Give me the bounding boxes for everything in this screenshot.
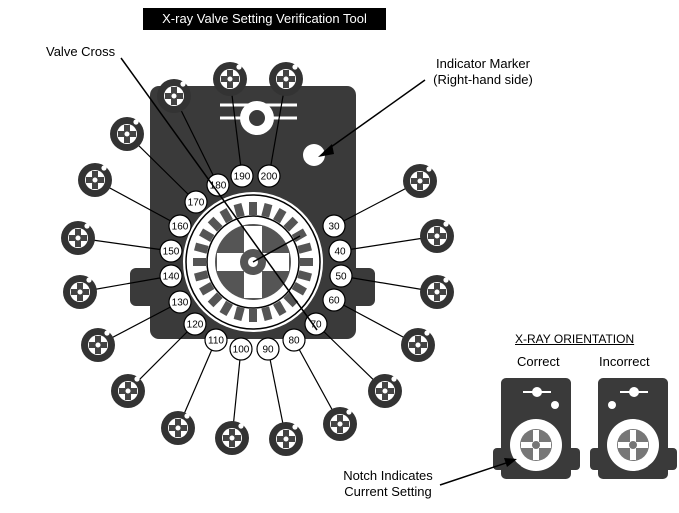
setting-40: 40 — [328, 219, 454, 263]
valve-setting-icon — [215, 421, 249, 455]
setting-30: 30 — [322, 164, 437, 238]
setting-label: 80 — [288, 336, 300, 347]
setting-180: 180 — [157, 79, 230, 197]
notch-arrow — [439, 460, 513, 486]
setting-label: 90 — [262, 345, 274, 356]
valve-setting-icon — [401, 328, 435, 362]
setting-200: 200 — [257, 62, 303, 188]
valve-cross-line — [120, 57, 318, 331]
valve-setting-icon — [61, 221, 95, 255]
valve-setting-icon — [403, 164, 437, 198]
setting-label: 30 — [328, 222, 340, 233]
valve-setting-icon — [110, 117, 144, 151]
setting-190: 190 — [213, 62, 254, 188]
setting-130: 130 — [81, 290, 192, 362]
setting-label: 130 — [172, 298, 189, 309]
page-title: X-ray Valve Setting Verification Tool — [143, 8, 386, 30]
indicator-arrow — [323, 79, 426, 153]
indicator-marker-dot — [303, 144, 325, 166]
setting-label: 140 — [163, 272, 180, 283]
setting-label: 60 — [328, 296, 340, 307]
valve-setting-icon — [323, 407, 357, 441]
valve-setting-icon — [368, 374, 402, 408]
valve-setting-icon — [111, 374, 145, 408]
setting-100: 100 — [215, 337, 253, 455]
setting-70: 70 — [304, 312, 402, 408]
correct-label: Correct — [517, 354, 560, 369]
setting-label: 120 — [187, 320, 204, 331]
setting-150: 150 — [61, 221, 183, 263]
setting-label: 170 — [188, 198, 205, 209]
setting-label: 100 — [233, 345, 250, 356]
setting-label: 190 — [234, 172, 251, 183]
setting-140: 140 — [63, 264, 183, 309]
indicator-side-label: (Right-hand side) — [433, 72, 533, 87]
valve-setting-icon — [420, 219, 454, 253]
orientation-correct-device — [493, 378, 580, 479]
incorrect-label: Incorrect — [599, 354, 650, 369]
setting-label: 180 — [210, 181, 227, 192]
valve-setting-icon — [213, 62, 247, 96]
setting-170: 170 — [110, 117, 208, 214]
setting-label: 160 — [172, 222, 189, 233]
setting-80: 80 — [282, 328, 357, 441]
setting-50: 50 — [329, 264, 454, 309]
setting-120: 120 — [111, 312, 207, 408]
setting-60: 60 — [322, 288, 435, 362]
orientation-incorrect-device — [590, 378, 677, 479]
orientation-title: X-RAY ORIENTATION — [515, 332, 635, 346]
notch-label-line2: Current Setting — [344, 484, 432, 499]
setting-label: 70 — [310, 320, 322, 331]
setting-label: 200 — [261, 172, 278, 183]
valve-setting-icon — [269, 422, 303, 456]
setting-label: 50 — [335, 272, 347, 283]
valve-setting-icon — [420, 275, 454, 309]
valve-setting-icon — [269, 62, 303, 96]
notch-label-line1: Notch Indicates — [343, 468, 433, 483]
valve-cross-label: Valve Cross — [46, 44, 116, 59]
setting-110: 110 — [161, 328, 228, 445]
setting-label: 40 — [334, 247, 346, 258]
valve-setting-icon — [78, 163, 112, 197]
indicator-marker-label: Indicator Marker — [436, 56, 530, 71]
setting-label: 150 — [163, 247, 180, 258]
valve-setting-icon — [63, 275, 97, 309]
setting-160: 160 — [78, 163, 192, 238]
setting-90: 90 — [256, 337, 303, 456]
valve-setting-icon — [157, 79, 191, 113]
valve-setting-icon — [161, 411, 195, 445]
setting-label: 110 — [208, 336, 224, 347]
valve-setting-icon — [81, 328, 115, 362]
